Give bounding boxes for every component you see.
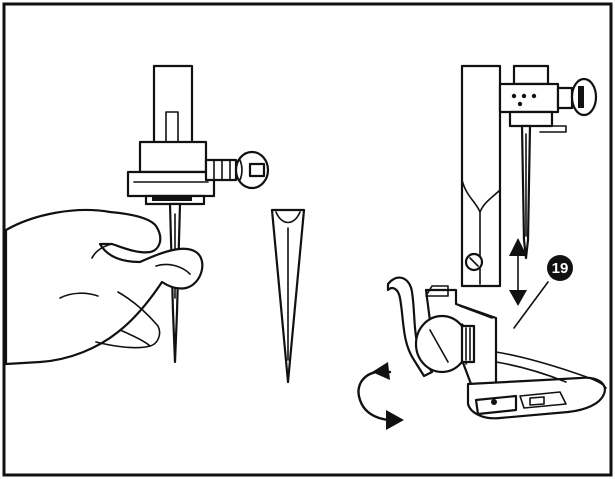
callout-leader xyxy=(513,281,549,329)
clamp-screw-left xyxy=(204,150,270,190)
needle-bar-left xyxy=(152,64,194,148)
left-needle-illustration xyxy=(4,64,270,366)
needle-clamp-right xyxy=(498,64,598,133)
double-vertical-arrow-icon xyxy=(509,238,527,306)
hand-holding-needle xyxy=(4,208,204,366)
callout-number: 19 xyxy=(552,260,569,277)
loose-needle xyxy=(270,208,306,384)
presser-foot xyxy=(386,276,607,420)
callout-badge: 19 xyxy=(547,255,573,281)
presser-bar xyxy=(460,64,502,288)
curved-rotation-arrow-icon xyxy=(357,362,404,430)
right-presser-foot-illustration: 19 xyxy=(357,64,607,430)
needle-right xyxy=(520,124,532,260)
needle-clamp-left xyxy=(126,140,216,206)
